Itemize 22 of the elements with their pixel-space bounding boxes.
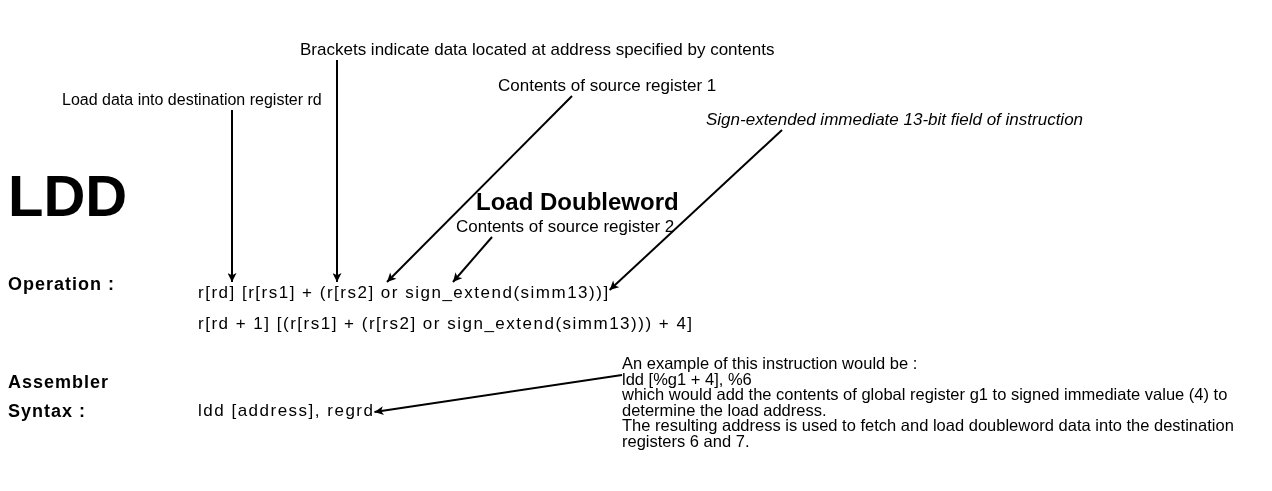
section-label: Assembler Syntax :: [8, 371, 111, 423]
annotation-text: Contents of source register 1: [498, 76, 717, 96]
section-label: Operation :: [8, 273, 115, 295]
arrow: [452, 236, 493, 283]
mnemonic-heading: LDD: [8, 163, 128, 229]
operation-formula: r[rd] [r[rs1] + (r[rs2] or sign_extend(simm13))]: [198, 282, 610, 304]
arrow: [608, 129, 783, 291]
code-example: ldd [%g1 + 4], %6: [622, 371, 753, 387]
note-text: which would add the contents of global register g1 to signed immediate value (4) to determine the load address.: [622, 387, 1229, 418]
note-text: The resulting address is used to fetch and load doubleword data into the destination registers 6 and 7.: [622, 418, 1235, 449]
syntax-text: ldd [address], regrd: [198, 401, 375, 421]
example-heading: An example of this instruction would be :: [622, 356, 919, 372]
arrow: [373, 374, 623, 416]
annotation-text: Brackets indicate data located at address specified by contents: [300, 40, 775, 60]
arrow: [227, 109, 237, 283]
annotation-text: Sign-extended immediate 13-bit field of instruction: [706, 110, 1084, 130]
instruction-title: Load Doubleword: [476, 188, 679, 216]
operation-formula: r[rd + 1] [(r[rs1] + (r[rs2] or sign_extend(simm13))) + 4]: [198, 314, 694, 334]
annotation-text: Contents of source register 2: [456, 217, 675, 237]
arrow: [332, 59, 342, 283]
arrow: [386, 95, 573, 283]
annotation-text: Load data into destination register rd: [62, 90, 322, 110]
